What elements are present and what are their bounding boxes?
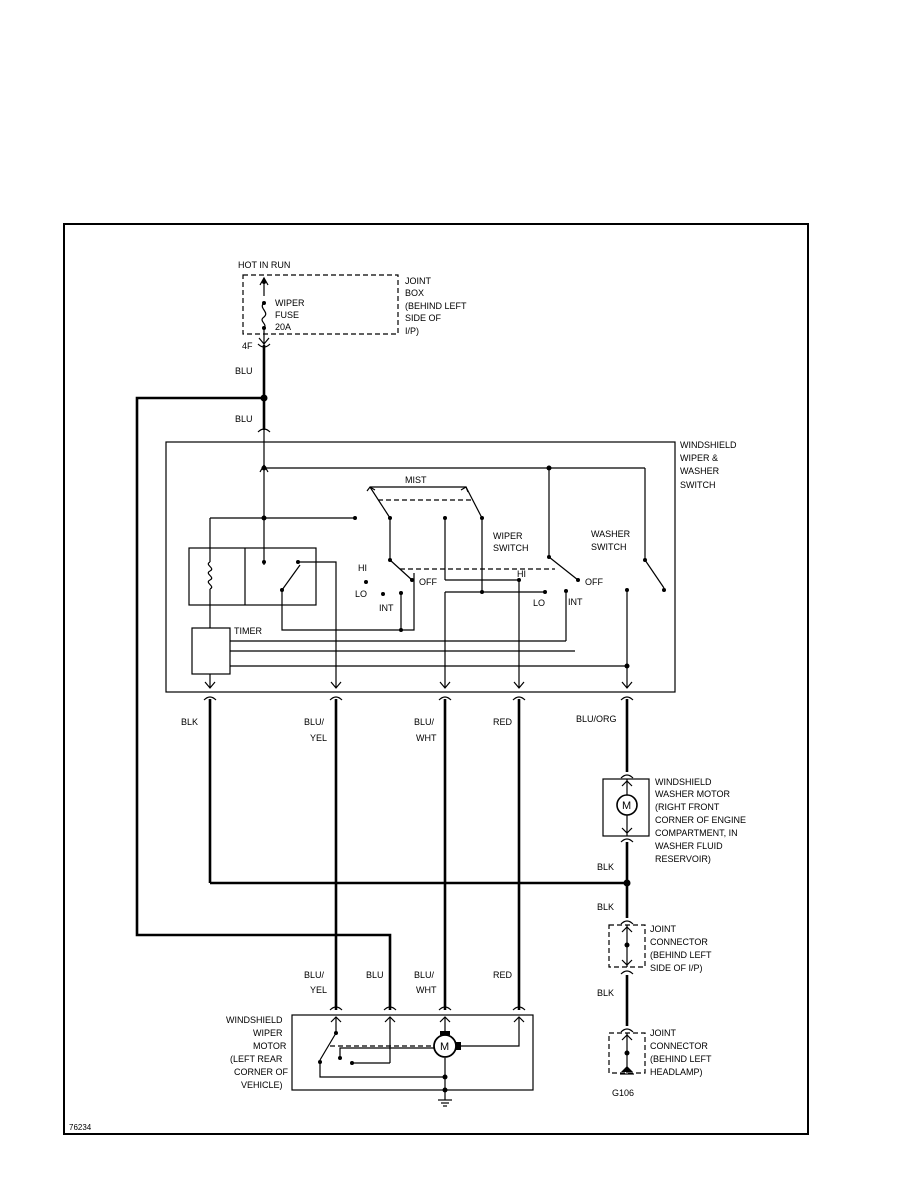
switch-internal-wiring	[188, 442, 666, 688]
washer-motor: M	[602, 774, 650, 843]
timer-label: TIMER	[234, 626, 262, 636]
wire-color-label: BLU/	[414, 970, 435, 980]
wire-color-label: BLU/ORG	[576, 714, 617, 724]
joint-box-label: I/P)	[405, 326, 419, 336]
joint-connector-label: CONNECTOR	[650, 1041, 708, 1051]
switch-position-lo: LO	[355, 589, 367, 599]
washer-motor-label: RESERVOIR)	[655, 854, 711, 864]
wire-color-label: BLK	[597, 862, 614, 872]
wire-color-label: BLU	[235, 366, 253, 376]
wiper-motor-label: (LEFT REAR	[230, 1054, 283, 1064]
wire-color-label: YEL	[310, 985, 327, 995]
joint-box-label: BOX	[405, 288, 424, 298]
washer-switch-label: WASHER	[591, 529, 631, 539]
joint-connector-label: (BEHIND LEFT	[650, 950, 712, 960]
wiper-switch-label: WIPER	[493, 531, 523, 541]
main-harness-wires	[208, 699, 631, 1026]
joint-box-label: SIDE OF	[405, 313, 442, 323]
switch-position-off: OFF	[585, 577, 603, 587]
ground-label: G106	[612, 1088, 634, 1098]
wire-color-label: BLU/	[304, 970, 325, 980]
wire-color-label: BLK	[597, 902, 614, 912]
washer-motor-label: CORNER OF ENGINE	[655, 815, 746, 825]
switch-title: WINDSHIELD	[680, 440, 737, 450]
joint-connector-label: JOINT	[650, 1028, 677, 1038]
mist-label: MIST	[405, 475, 427, 485]
wire-color-label: YEL	[310, 733, 327, 743]
joint-connector-2	[608, 1028, 646, 1075]
joint-connector-label: (BEHIND LEFT	[650, 1054, 712, 1064]
diagram-frame	[63, 223, 809, 1135]
switch-title: SWITCH	[680, 480, 716, 490]
switch-output-connectors	[203, 681, 634, 701]
pin-label: 4F	[242, 341, 253, 351]
wiper-motor: M	[291, 1006, 534, 1107]
washer-motor-label: WINDSHIELD	[655, 777, 712, 787]
wire-color-label: RED	[493, 970, 513, 980]
wiper-motor-symbol: M	[440, 1041, 449, 1053]
wire-color-label: WHT	[416, 985, 437, 995]
washer-switch-label: SWITCH	[591, 542, 627, 552]
switch-title: WASHER	[680, 466, 720, 476]
wiper-washer-switch-box	[165, 441, 676, 693]
washer-motor-label: COMPARTMENT, IN	[655, 828, 738, 838]
washer-motor-label: (RIGHT FRONT	[655, 802, 720, 812]
wiper-motor-label: VEHICLE)	[241, 1080, 283, 1090]
switch-position-lo: LO	[533, 598, 545, 608]
wiper-motor-label: WIPER	[253, 1028, 283, 1038]
joint-connector-label: HEADLAMP)	[650, 1067, 703, 1077]
wiper-motor-label: CORNER OF	[234, 1067, 289, 1077]
diagram-id: 76234	[69, 1123, 92, 1132]
joint-box-fuse	[242, 274, 399, 442]
wire-color-label: BLK	[597, 988, 614, 998]
washer-motor-label: WASHER FLUID	[655, 841, 723, 851]
joint-connector-label: CONNECTOR	[650, 937, 708, 947]
wire-color-label: BLU	[235, 414, 253, 424]
fuse-label: FUSE	[275, 310, 299, 320]
washer-motor-symbol: M	[622, 800, 631, 812]
blu-feed-to-wiper-motor	[135, 394, 392, 1010]
joint-box-label: (BEHIND LEFT	[405, 301, 467, 311]
wire-color-label: BLU/	[414, 717, 435, 727]
wiper-motor-label: WINDSHIELD	[226, 1015, 283, 1025]
wire-color-label: BLK	[181, 717, 198, 727]
wire-color-label: BLU	[366, 970, 384, 980]
washer-motor-label: WASHER MOTOR	[655, 789, 731, 799]
joint-connector-1	[608, 920, 646, 975]
switch-position-int: INT	[379, 603, 394, 613]
wire-color-label: BLU/	[304, 717, 325, 727]
fuse-label: 20A	[275, 322, 291, 332]
wire-color-label: RED	[493, 717, 513, 727]
switch-title: WIPER &	[680, 453, 718, 463]
fuse-label: WIPER	[275, 298, 305, 308]
switch-position-off: OFF	[419, 577, 437, 587]
joint-box-label: JOINT	[405, 276, 432, 286]
wiper-switch-label: SWITCH	[493, 543, 529, 553]
wire-color-label: WHT	[416, 733, 437, 743]
hot-in-run-label: HOT IN RUN	[238, 260, 290, 270]
joint-connector-label: JOINT	[650, 924, 677, 934]
switch-position-int: INT	[568, 597, 583, 607]
switch-position-hi: HI	[517, 569, 526, 579]
switch-position-hi: HI	[358, 563, 367, 573]
wiper-motor-label: MOTOR	[253, 1041, 287, 1051]
joint-connector-label: SIDE OF I/P)	[650, 963, 703, 973]
